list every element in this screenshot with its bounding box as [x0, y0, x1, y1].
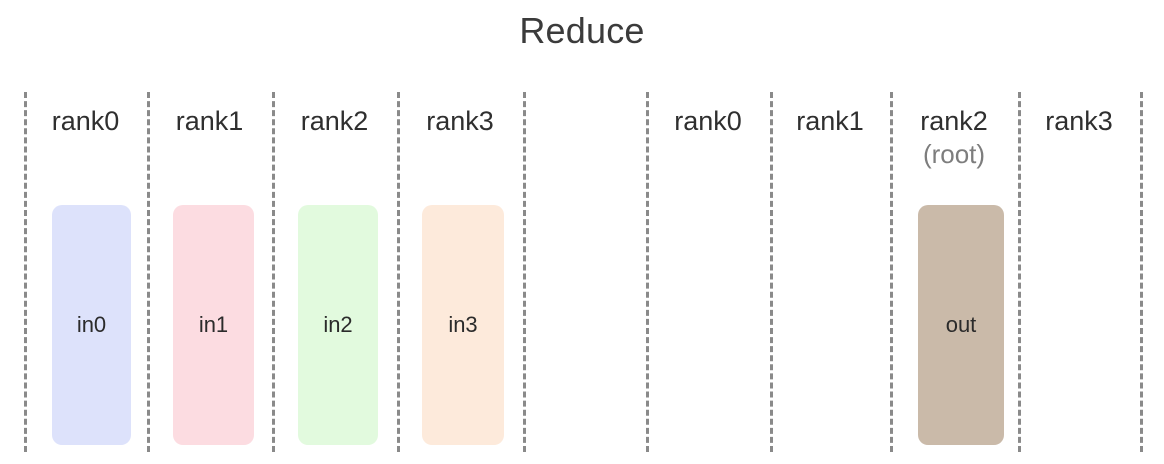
rank-divider — [147, 92, 150, 452]
rank-divider — [272, 92, 275, 452]
rank-divider — [890, 92, 893, 452]
rank-label-input-rank2: rank2 — [300, 106, 369, 136]
buffer-box-in1: in1 — [173, 205, 254, 445]
buffer-label-in2: in2 — [323, 312, 353, 337]
buffer-label-in3: in3 — [448, 312, 478, 337]
rank-divider — [770, 92, 773, 452]
rank-label-output-rank1: rank1 — [796, 106, 864, 136]
root-tag-label: (root) — [922, 139, 986, 169]
buffer-box-out: out — [918, 205, 1004, 445]
page-title: Reduce — [519, 10, 645, 51]
buffer-label-in0: in0 — [76, 312, 107, 337]
rank-label-output-rank3: rank3 — [1045, 106, 1113, 136]
rank-label-output-rank2: rank2 (root) — [890, 104, 1018, 171]
rank-divider — [523, 92, 526, 452]
buffer-label-out: out — [945, 312, 977, 337]
rank-divider — [646, 92, 649, 452]
rank-divider — [24, 92, 27, 452]
rank-divider — [397, 92, 400, 452]
buffer-label-in1: in1 — [198, 312, 229, 337]
buffer-box-in3: in3 — [422, 205, 504, 445]
rank-label-output-rank0: rank0 — [674, 106, 742, 136]
rank-label-input-rank1: rank1 — [175, 106, 244, 136]
rank-divider — [1140, 92, 1143, 452]
rank-divider — [1018, 92, 1021, 452]
buffer-box-in0: in0 — [52, 205, 131, 445]
rank-label-output-rank2-text: rank2 — [920, 106, 988, 136]
rank-label-input-rank3: rank3 — [426, 106, 494, 136]
buffer-box-in2: in2 — [298, 205, 378, 445]
rank-label-input-rank0: rank0 — [51, 106, 120, 136]
